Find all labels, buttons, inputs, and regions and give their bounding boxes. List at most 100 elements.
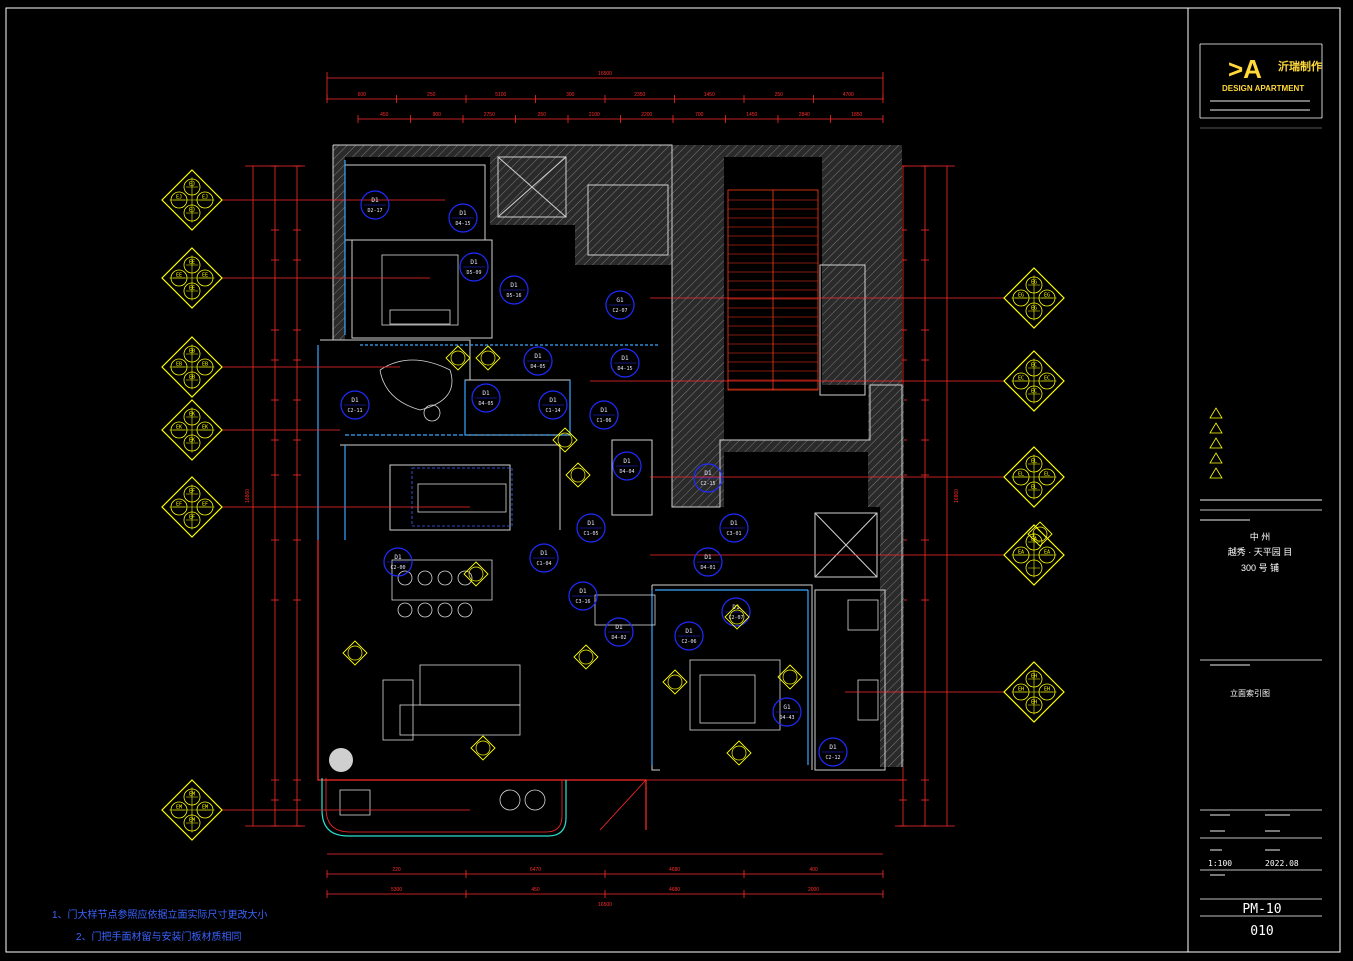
- marker-circle: [170, 269, 188, 287]
- marker-label: EL: [1031, 485, 1037, 491]
- marker-label: EF: [202, 502, 208, 508]
- view-marker-circle: [782, 669, 798, 685]
- door-tag-type: D1: [459, 210, 467, 217]
- view-marker-circle: [450, 350, 466, 366]
- dimension-value: 400: [809, 867, 818, 873]
- marker-circle: [170, 421, 188, 439]
- marker-diamond: [1003, 524, 1065, 586]
- marker-circle: [1038, 546, 1056, 564]
- dimension-value: 5100: [495, 92, 506, 98]
- view-marker-shape: [342, 640, 368, 666]
- door-tag-type: D1: [470, 259, 478, 266]
- view-marker: [726, 740, 752, 766]
- sheet-number: 010: [1250, 924, 1273, 939]
- door-tag-circle: [523, 346, 553, 376]
- marker-label: EG: [1031, 306, 1037, 312]
- marker-label: EJ: [189, 182, 195, 188]
- dimension-total: 16860: [245, 489, 251, 503]
- door-tag-code: D4-15: [455, 221, 470, 227]
- view-marker-circle: [731, 745, 747, 761]
- door-tag-type: D1: [600, 407, 608, 414]
- marker-label: EA: [1044, 550, 1050, 556]
- marker-circle: [183, 371, 201, 389]
- view-marker-shape: [470, 735, 496, 761]
- furniture: [339, 254, 879, 816]
- title-block: >A 沂瑞制作 DESIGN APARTMENT 中 州 越秀 · 天平园 目 …: [1199, 43, 1323, 939]
- marker-circle: [1025, 481, 1043, 499]
- marker-circle: [196, 269, 214, 287]
- view-marker: [777, 664, 803, 690]
- project-unit: 300 号 铺: [1241, 562, 1279, 573]
- dimension-value: 450: [380, 112, 389, 118]
- view-marker: [475, 345, 501, 371]
- door-tag-circle: [693, 547, 723, 577]
- door-tag-circle: [721, 597, 751, 627]
- marker-label: EE: [202, 273, 208, 279]
- door-tag-circle: [612, 451, 642, 481]
- scale-value: 1:100: [1208, 859, 1232, 868]
- dimension-value: 1450: [746, 112, 757, 118]
- door-tag-circle: [604, 617, 634, 647]
- marker-label: EG: [1044, 293, 1050, 299]
- door-tag-type: D1: [704, 554, 712, 561]
- marker-label: EL: [1018, 472, 1024, 478]
- marker-label: EA: [1018, 550, 1024, 556]
- marker-circle: [1025, 670, 1043, 688]
- door-tag-type: D1: [579, 588, 587, 595]
- marker-circle: [183, 511, 201, 529]
- marker-label: EC: [1031, 363, 1037, 369]
- marker-label: EL: [1044, 472, 1050, 478]
- door-tag-circle: [589, 400, 619, 430]
- view-marker-circle: [1032, 526, 1048, 542]
- door-tag-circle: [383, 547, 413, 577]
- view-marker: [342, 640, 368, 666]
- marker-label: EJ: [189, 208, 195, 214]
- door-tag-circle: [499, 275, 529, 305]
- door-tag-code: D4-01: [700, 565, 715, 571]
- marker-circle: [170, 191, 188, 209]
- marker-circle: [183, 256, 201, 274]
- door-tag-type: D1: [540, 550, 548, 557]
- marker-circle: [183, 788, 201, 806]
- view-marker-shape: [573, 644, 599, 670]
- dimension-value: 250: [775, 92, 784, 98]
- view-marker: [463, 561, 489, 587]
- revision-triangle-2: [1209, 422, 1223, 434]
- door-tag-type: D1: [534, 353, 542, 360]
- dimension-value: 4680: [669, 867, 680, 873]
- marker-diamond: [1003, 267, 1065, 329]
- marker-circle: [1038, 683, 1056, 701]
- view-marker-shape: [475, 345, 501, 371]
- logo-mark: >A: [1228, 54, 1262, 84]
- marker-label: EH: [1031, 700, 1037, 706]
- marker-circle: [170, 801, 188, 819]
- marker-circle: [183, 178, 201, 196]
- marker-circle: [1012, 289, 1030, 307]
- marker-label: EJ: [202, 195, 208, 201]
- marker-circle: [183, 204, 201, 222]
- marker-label: EC: [1018, 376, 1024, 382]
- marker-circle: [196, 421, 214, 439]
- marker-circle: [196, 358, 214, 376]
- glazing: [317, 160, 809, 765]
- door-tag-type: D1: [394, 554, 402, 561]
- marker-label: EG: [1018, 293, 1024, 299]
- marker-label: EE: [176, 273, 182, 279]
- marker-label: EM: [202, 805, 208, 811]
